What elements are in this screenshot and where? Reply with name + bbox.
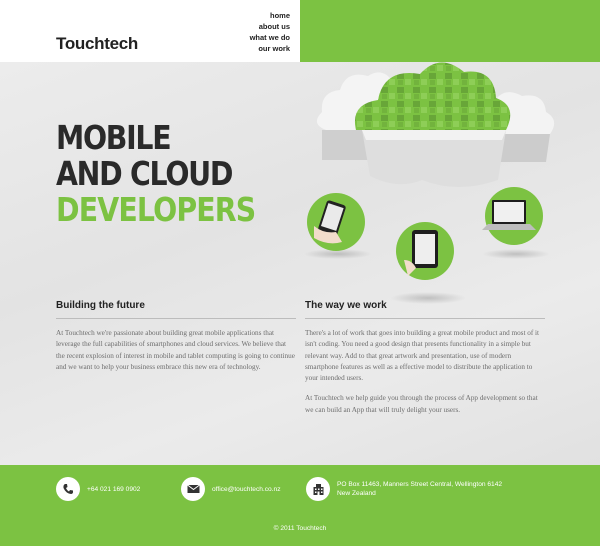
main-nav: home about us what we do our work (170, 10, 290, 54)
contact-email: office@touchtech.co.nz (181, 476, 281, 502)
nav-item-our-work[interactable]: our work (258, 44, 290, 53)
phone-number[interactable]: +64 021 169 0902 (87, 485, 141, 493)
cloud-devices-illustration (304, 62, 555, 304)
address-line-2: New Zealand (337, 490, 376, 497)
section-title: The way we work (305, 300, 545, 319)
header-accent-band (300, 0, 600, 62)
logo[interactable]: Touchtech (56, 34, 138, 53)
header: Touchtech home about us what we do our w… (0, 0, 300, 62)
section-paragraph: At Touchtech we're passionate about buil… (56, 329, 295, 371)
nav-item-home[interactable]: home (269, 11, 290, 20)
address-text: PO Box 11463, Manners Street Central, We… (337, 480, 502, 498)
hero-line-and-cloud: AND CLOUD (56, 154, 233, 193)
section-the-way-we-work: The way we work There's a lot of work th… (305, 300, 545, 425)
email-link[interactable]: office@touchtech.co.nz (212, 485, 281, 493)
hero-title: MOBILE AND CLOUD DEVELOPERS (56, 120, 262, 228)
section-paragraph: There's a lot of work that goes into bui… (305, 329, 540, 383)
mail-icon (181, 477, 205, 501)
smartphone-icon (304, 193, 372, 259)
contact-address: PO Box 11463, Manners Street Central, We… (306, 476, 502, 502)
section-paragraph: At Touchtech we help guide you through t… (305, 394, 538, 414)
hero-line-developers: DEVELOPERS (56, 190, 256, 229)
contact-phone: +64 021 169 0902 (56, 476, 140, 502)
nav-item-about-us[interactable]: about us (258, 22, 290, 31)
section-title: Building the future (56, 300, 296, 319)
laptop-icon (482, 187, 550, 259)
copyright: © 2011 Touchtech (273, 525, 327, 532)
phone-icon (56, 477, 80, 501)
cloud-icon (354, 62, 511, 187)
address-line-1: PO Box 11463, Manners Street Central, We… (337, 481, 503, 488)
nav-item-what-we-do[interactable]: what we do (249, 33, 290, 42)
hero-line-mobile: MOBILE (56, 118, 172, 157)
tablet-icon (390, 222, 466, 304)
building-icon (306, 477, 330, 501)
section-building-the-future: Building the future At Touchtech we're p… (56, 300, 296, 382)
footer (0, 465, 600, 546)
